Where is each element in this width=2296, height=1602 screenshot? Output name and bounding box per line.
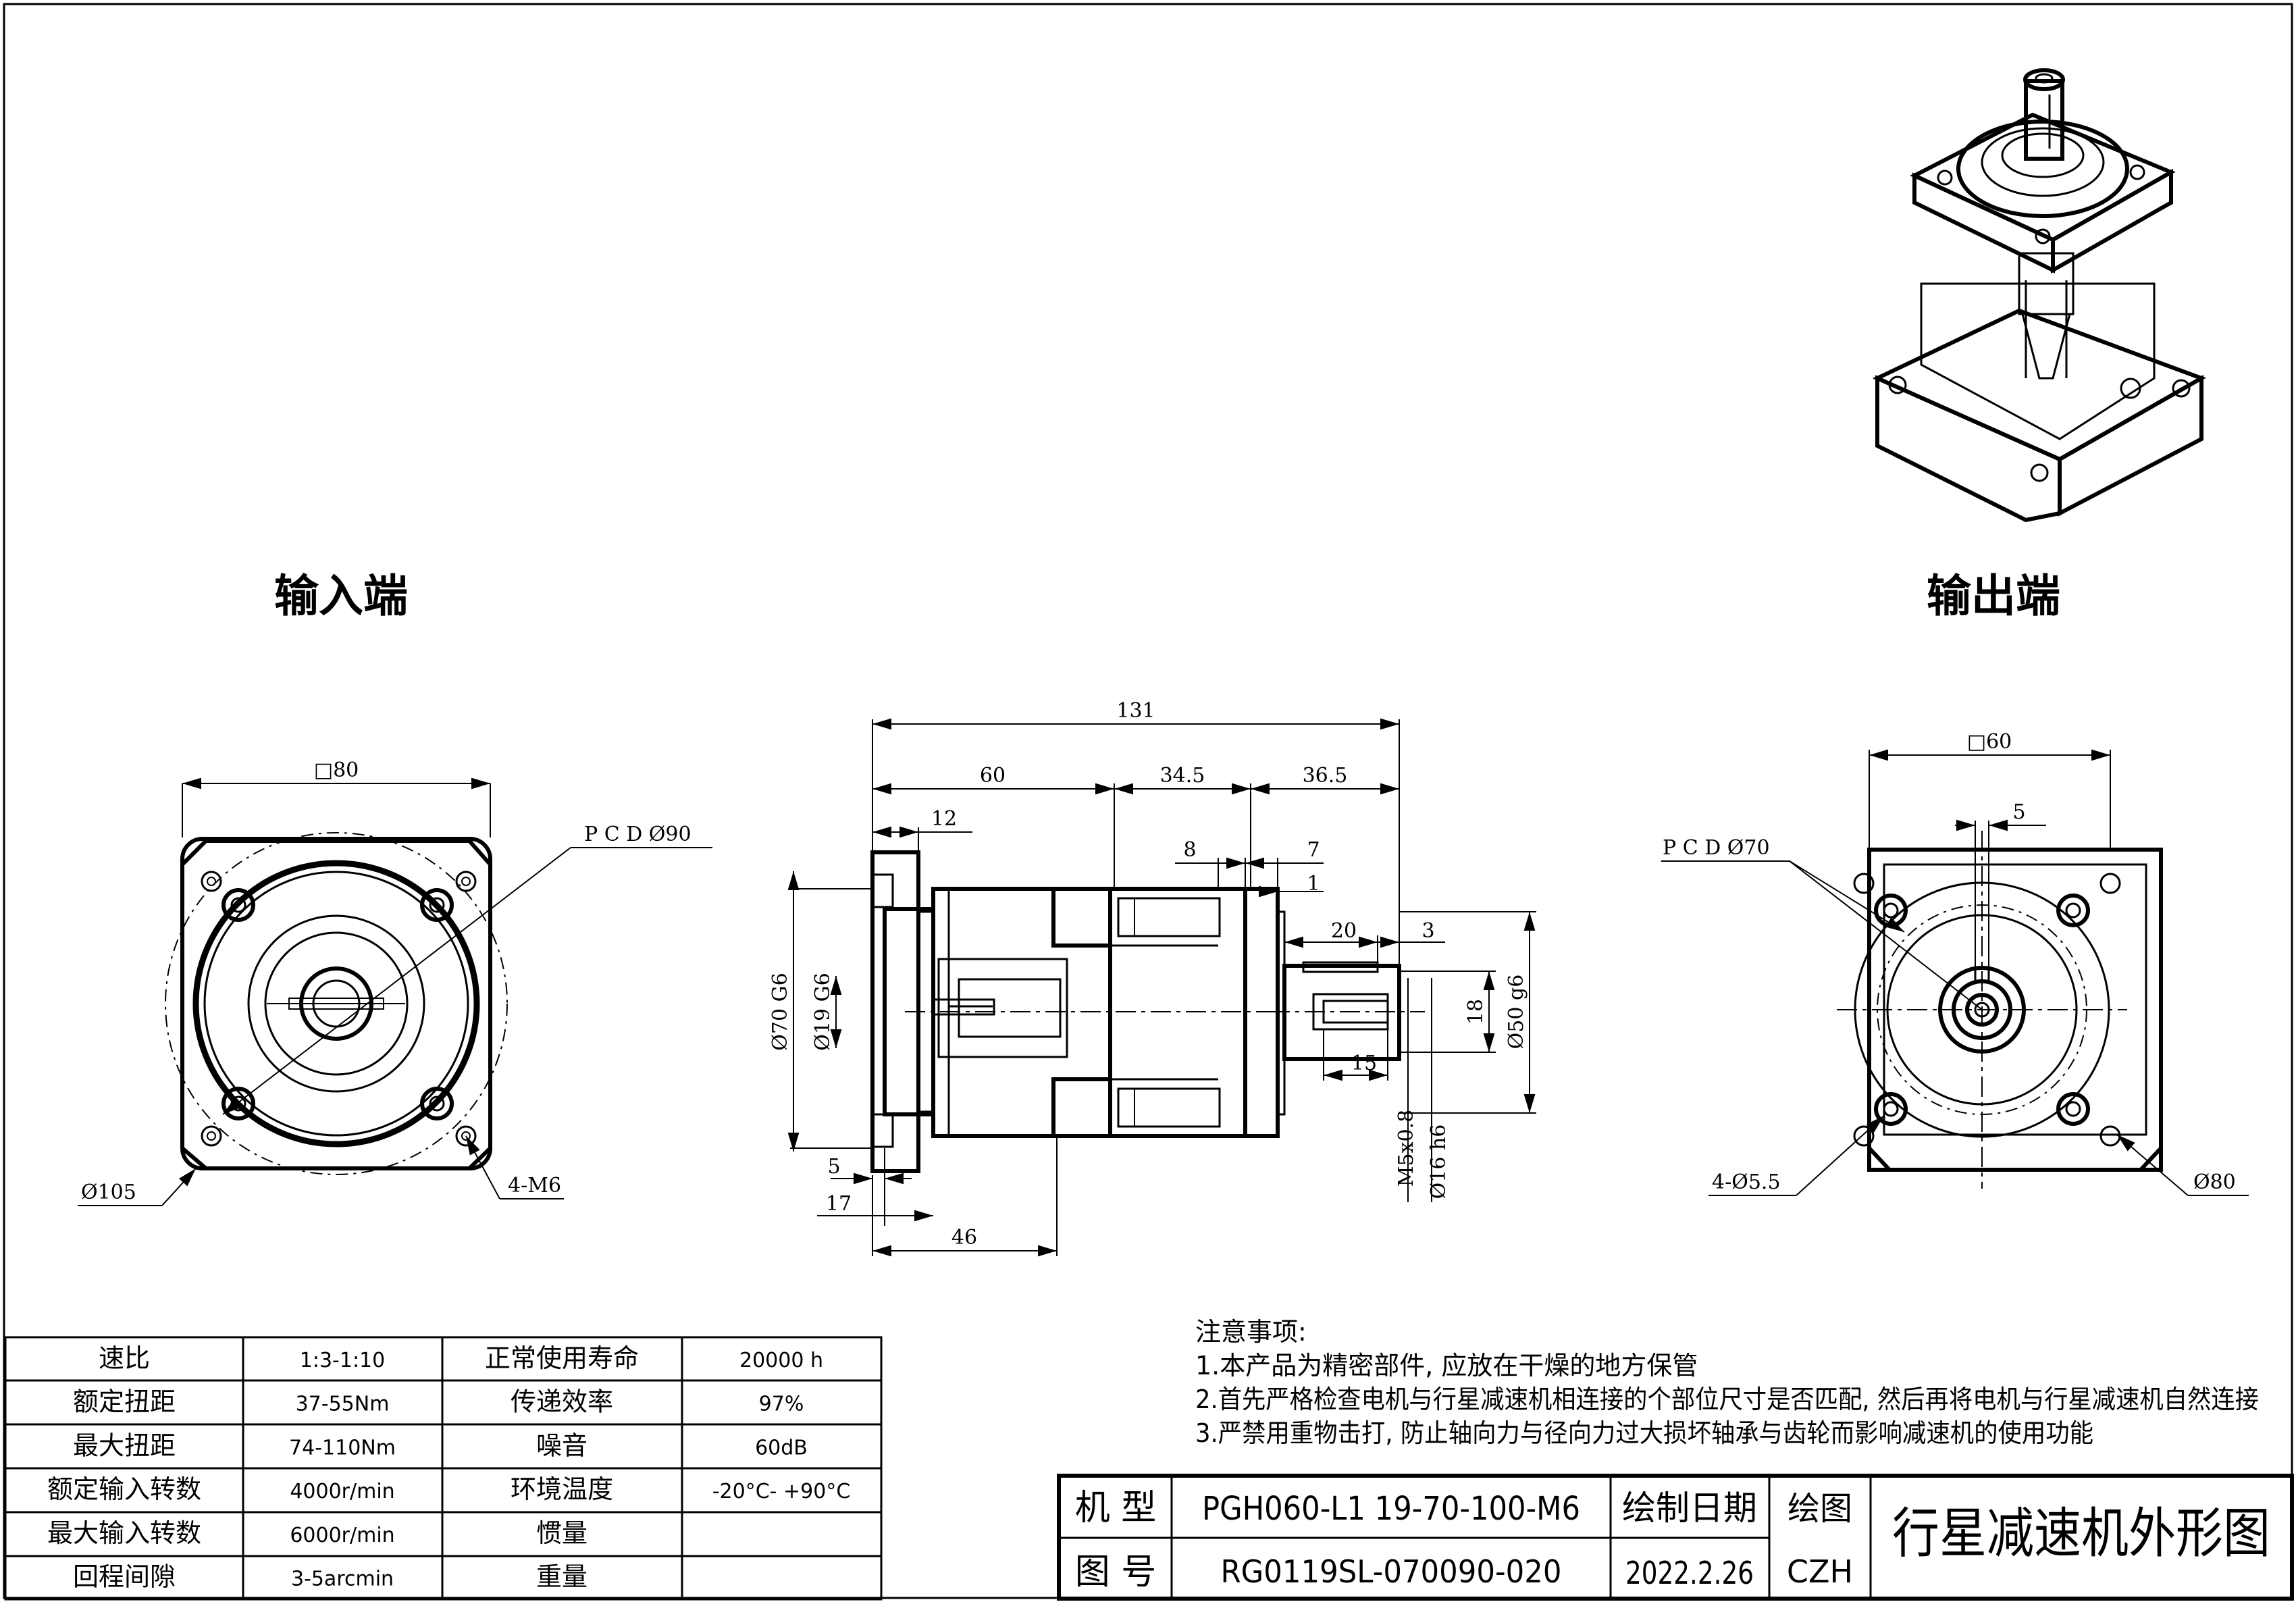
drawing-title: 行星减速机外形图	[1892, 1502, 2270, 1565]
dim-1: 1	[1307, 872, 1320, 896]
spec-cell-param-name: 噪音	[536, 1430, 588, 1460]
spec-cell-param-value: 6000r/min	[290, 1524, 394, 1547]
drawing-no-value: RG0119SL-070090-020	[1221, 1553, 1562, 1590]
spec-cell-param-value: 20000 h	[739, 1349, 823, 1372]
note-1: 1.本产品为精密部件, 应放在干燥的地方保管	[1195, 1351, 1698, 1380]
spec-cell-param-name: 正常使用寿命	[485, 1343, 639, 1373]
input-square-dim: □80	[314, 758, 359, 782]
spec-cell-param-value: 60dB	[755, 1436, 808, 1459]
input-end-view: □80 P C D Ø90 Ø105 4-M6	[78, 758, 712, 1206]
drawer-value: CZH	[1787, 1553, 1853, 1590]
spec-cell-param-name: 最大扭距	[73, 1430, 176, 1460]
dia16-dim: Ø16 h6	[1427, 1125, 1451, 1199]
spec-cell-param-name: 传递效率	[511, 1387, 613, 1417]
dim-34-5: 34.5	[1160, 764, 1205, 787]
dia70-dim: Ø70 G6	[768, 973, 792, 1050]
spec-cell-param-name: 速比	[99, 1343, 150, 1373]
isometric-view	[1872, 68, 2207, 523]
dia50-dim: Ø50 g6	[1505, 975, 1528, 1050]
dim-60: 60	[980, 764, 1006, 787]
spec-cell-param-name: 额定输入转数	[47, 1474, 201, 1504]
model-label: 机 型	[1075, 1488, 1157, 1528]
dim-18: 18	[1464, 999, 1488, 1025]
model-value: PGH060-L1 19-70-100-M6	[1202, 1490, 1580, 1528]
dim-12: 12	[931, 807, 957, 831]
spec-cell-param-name: 重量	[536, 1562, 588, 1592]
spec-cell-param-value: -20°C- +90°C	[712, 1480, 851, 1503]
dim-17: 17	[826, 1192, 852, 1216]
dim-46: 46	[951, 1226, 977, 1249]
spec-cell-param-name: 惯量	[536, 1518, 588, 1548]
dim-36-5: 36.5	[1303, 764, 1348, 787]
dim-3: 3	[1421, 919, 1434, 943]
overall-length-dim: 131	[1116, 699, 1155, 723]
spec-cell-param-value: 97%	[759, 1393, 804, 1416]
note-2: 2.首先严格检查电机与行星减速机相连接的个部位尺寸是否匹配, 然后再将电机与行星…	[1195, 1385, 2259, 1414]
drawing-no-label: 图 号	[1075, 1552, 1157, 1593]
output-end-view: □60 5 P C D Ø70 4-Ø5.5 Ø80	[1661, 730, 2249, 1196]
spec-cell-param-name: 最大输入转数	[47, 1518, 201, 1548]
output-pcd-dim: P C D Ø70	[1663, 836, 1770, 860]
spec-table-cells: 速比 1:3-1:10 正常使用寿命 20000 h 额定扭距 37-55Nm 传递效率 97…	[47, 1343, 850, 1592]
date-value: 2022.2.26	[1625, 1555, 1754, 1591]
input-end-label: 输入端	[274, 570, 408, 622]
spec-cell-param-name: 环境温度	[511, 1474, 613, 1504]
spec-cell-param-name: 额定扭距	[73, 1387, 176, 1417]
output-end-label: 输出端	[1927, 570, 2060, 622]
dim-20: 20	[1331, 919, 1357, 943]
dim-7: 7	[1307, 838, 1320, 862]
output-diameter-dim: Ø80	[2193, 1170, 2236, 1194]
input-diameter-dim: Ø105	[81, 1181, 136, 1204]
dia19-dim: Ø19 G6	[811, 973, 835, 1050]
dim-15: 15	[1351, 1052, 1377, 1075]
input-holes-dim: 4-M6	[508, 1174, 561, 1197]
spec-cell-param-value: 1:3-1:10	[300, 1349, 385, 1372]
spec-cell-param-value: 4000r/min	[290, 1480, 394, 1503]
spec-cell-param-name: 回程间隙	[73, 1562, 176, 1592]
input-pcd-dim: P C D Ø90	[584, 823, 692, 846]
title-block: 机 型 PGH060-L1 19-70-100-M6 绘制日期 绘图 图 号 R…	[1057, 1474, 2294, 1601]
output-key-dim: 5	[2012, 800, 2025, 824]
dim-8: 8	[1183, 838, 1196, 862]
dim-5: 5	[827, 1155, 840, 1179]
spec-cell-param-value: 74-110Nm	[289, 1436, 396, 1459]
notes-block: 注意事项: 1.本产品为精密部件, 应放在干燥的地方保管 2.首先严格检查电机与…	[1195, 1317, 2259, 1448]
date-label: 绘制日期	[1622, 1489, 1757, 1528]
side-section-view: 131 60 34.5 36.5 12 8 7 1 20 3 15	[768, 699, 1536, 1257]
output-square-dim: □60	[1967, 730, 2012, 754]
spec-table	[4, 1336, 883, 1601]
spec-cell-param-value: 3-5arcmin	[291, 1568, 394, 1591]
spec-cell-param-value: 37-55Nm	[296, 1393, 390, 1416]
note-3: 3.严禁用重物击打, 防止轴向力与径向力过大损坏轴承与齿轮而影响减速机的使用功能	[1195, 1418, 2093, 1448]
notes-title: 注意事项:	[1195, 1317, 1307, 1347]
thread-dim: M5x0.8	[1394, 1110, 1418, 1187]
output-holes-dim: 4-Ø5.5	[1712, 1170, 1781, 1194]
drawer-label: 绘图	[1788, 1490, 1852, 1528]
